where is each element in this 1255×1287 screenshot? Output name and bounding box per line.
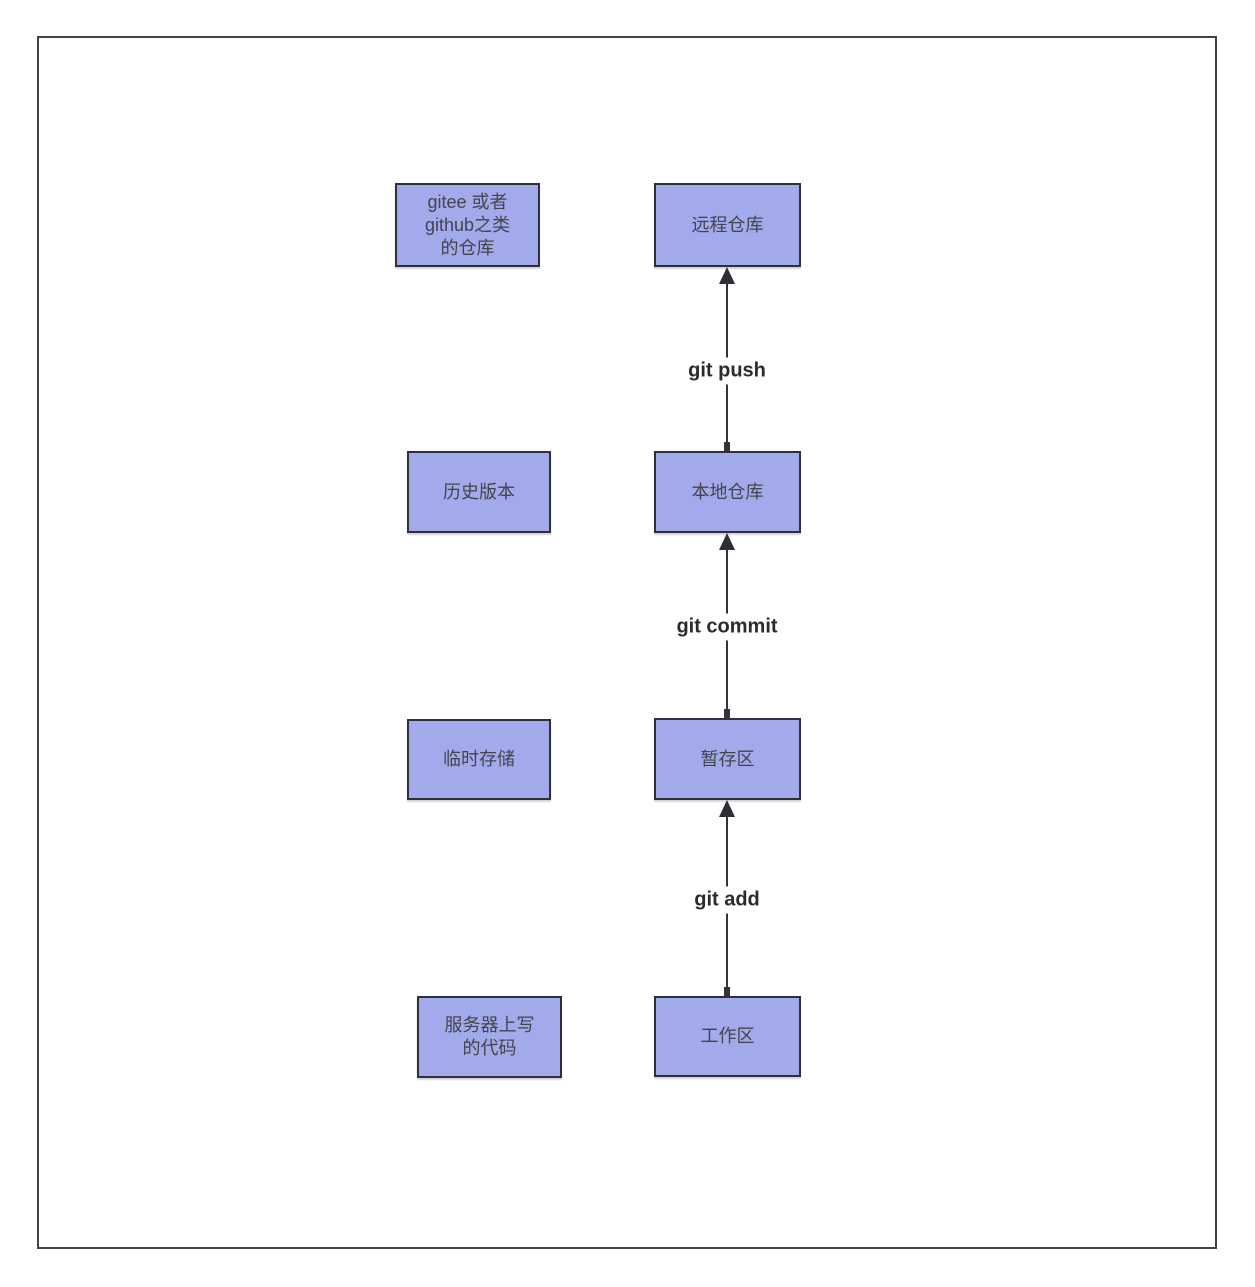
box-note-server-code: 服务器上写 的代码 [417, 996, 562, 1078]
arrow-up-icon [719, 533, 735, 550]
box-note-temp-storage: 临时存储 [407, 719, 551, 800]
arrow-tail-nub [724, 987, 730, 996]
arrow-tail-nub [724, 442, 730, 451]
arrow-tail-nub [724, 709, 730, 718]
box-working-area: 工作区 [654, 996, 801, 1077]
box-note-history-version: 历史版本 [407, 451, 551, 533]
arrow-label-git-push: git push [682, 357, 772, 385]
arrow-label-git-commit: git commit [670, 613, 784, 641]
box-remote-repo: 远程仓库 [654, 183, 801, 267]
arrow-up-icon [719, 267, 735, 284]
arrow-label-git-add: git add [688, 886, 766, 914]
box-note-gitee-github: gitee 或者 github之类 的仓库 [395, 183, 540, 267]
diagram-frame [37, 36, 1217, 1249]
box-local-repo: 本地仓库 [654, 451, 801, 533]
arrow-up-icon [719, 800, 735, 817]
box-staging-area: 暂存区 [654, 718, 801, 800]
